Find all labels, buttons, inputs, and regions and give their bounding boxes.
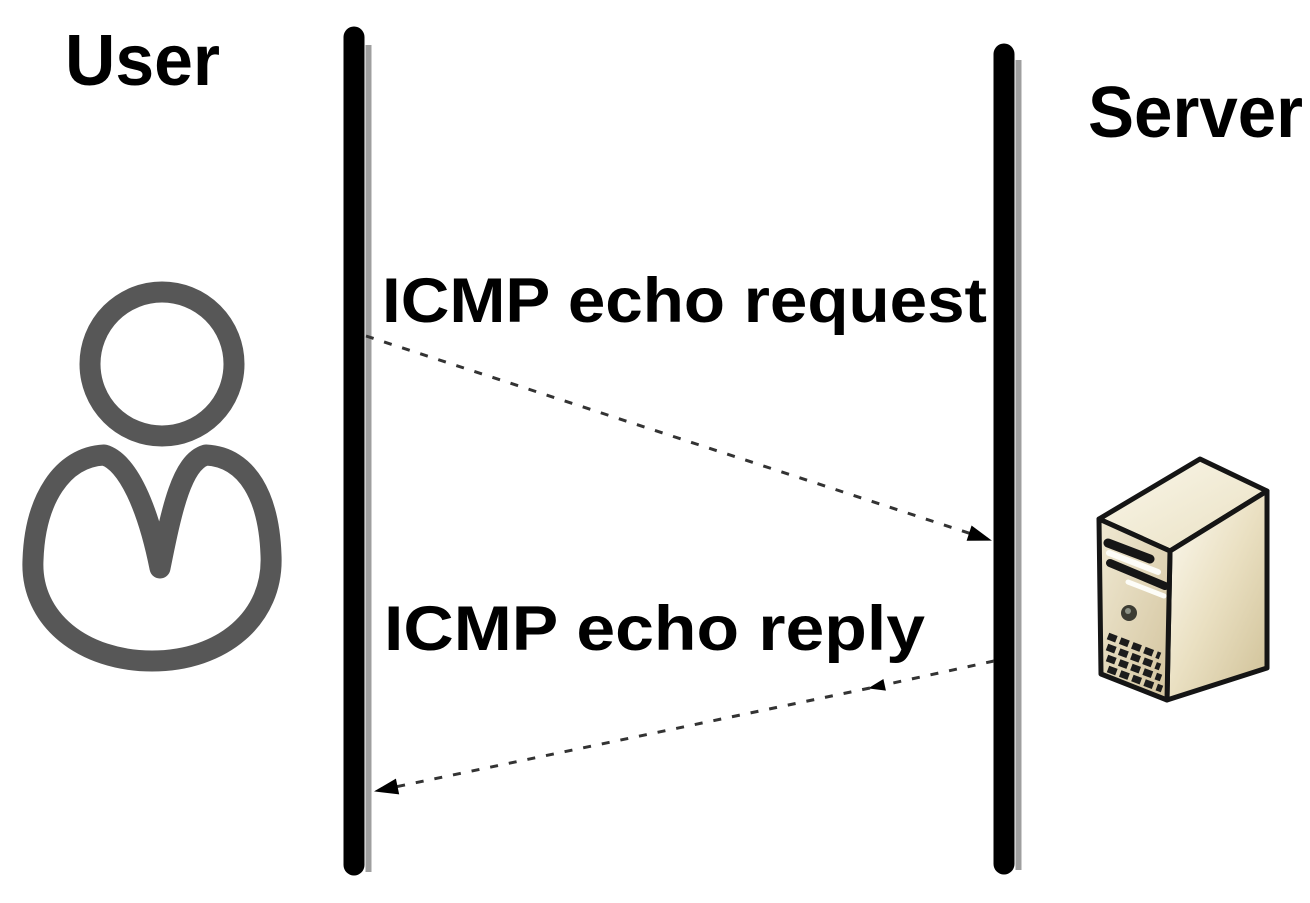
message-reply: ICMP echo reply — [374, 594, 995, 795]
person-icon — [22, 281, 282, 672]
server-power-button — [1121, 605, 1137, 621]
message-reply-arrow-segment-2 — [374, 686, 871, 795]
actor-label-user: User — [65, 21, 220, 101]
message-request-arrow — [365, 334, 992, 542]
message-reply-label: ICMP echo reply — [384, 594, 925, 664]
message-request-label: ICMP echo request — [382, 266, 987, 336]
server-vent-grid — [1105, 632, 1164, 693]
person-icon-body — [22, 444, 282, 672]
message-reply-arrow-segment-1 — [868, 659, 995, 691]
actor-label-server: Server — [1088, 73, 1303, 153]
person-icon-head — [79, 281, 245, 447]
server-tower-icon — [1096, 456, 1270, 703]
server-drive-bays — [1103, 538, 1169, 599]
message-request: ICMP echo request — [365, 266, 992, 542]
